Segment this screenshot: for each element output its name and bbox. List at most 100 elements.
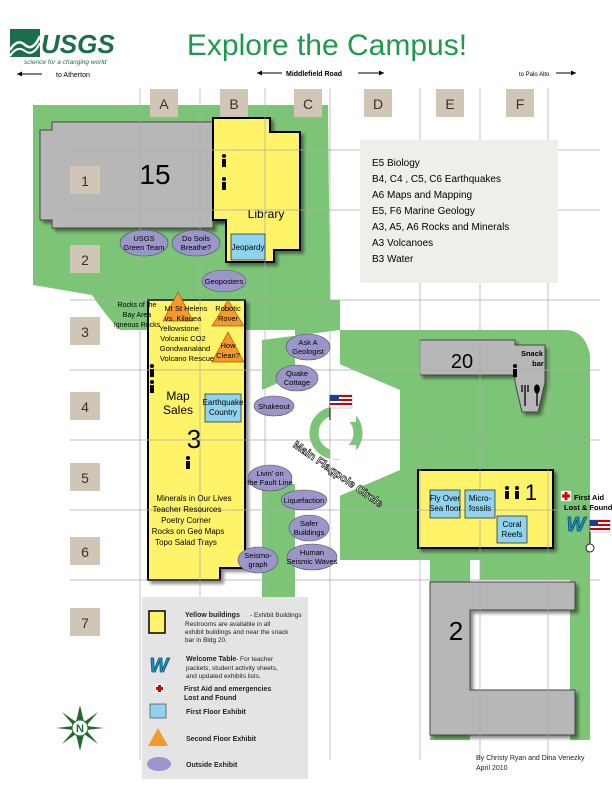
list-item: Minerals in Our Lives — [156, 494, 231, 503]
grid-row-3: 3 — [81, 324, 89, 340]
exhibit-label: Shakeout — [258, 402, 291, 411]
outside-exhibit-do-soils[interactable]: Do Soils Breathe? — [171, 229, 221, 257]
exhibit-label: Robotic — [215, 304, 241, 313]
map-sales-label-1: Map — [166, 389, 190, 403]
grid-col-c: C — [303, 96, 313, 112]
arrow-left-icon — [17, 71, 22, 77]
second-floor-exhibit-rocks-bay-area[interactable]: Rocks of the Bay Area Igneous Rocks — [114, 291, 194, 329]
topic-item: B4, C4 , C5, C6 Earthquakes — [372, 174, 501, 185]
outside-exhibit-ask-geologist[interactable]: Ask A Geologist — [285, 333, 331, 361]
outside-exhibit-livin-fault[interactable]: Livin' on the Fault Line — [247, 464, 293, 492]
exhibit-label: Safer — [300, 519, 318, 528]
first-floor-exhibit-fly-over[interactable]: Fly Over Sea floor — [429, 489, 461, 519]
exhibit-label: Bay Area — [123, 312, 152, 319]
map-sales-label-2: Sales — [163, 403, 193, 417]
first-floor-exhibit-coral-reefs[interactable]: Coral Reefs — [496, 515, 528, 544]
first-floor-exhibit-microfossils[interactable]: Micro- fossils — [464, 489, 496, 519]
snack-bar-label-1: Snack — [521, 349, 544, 358]
second-floor-exhibit-how-clean[interactable]: How Clean? — [211, 331, 245, 363]
exhibit-label: Ask A — [298, 338, 317, 347]
usgs-wave-icon — [8, 29, 42, 57]
list-item: vs. Kilauea — [165, 314, 203, 323]
exhibit-label: Earthquake — [203, 398, 244, 407]
first-floor-exhibit-jeopardy[interactable]: Jeopardy — [230, 233, 266, 261]
fork-knife-icon — [521, 384, 540, 406]
exhibit-label: Rover — [218, 314, 239, 323]
exhibit-label: Breathe? — [181, 243, 211, 252]
legend-yellow-text: Restrooms are available in all — [185, 621, 271, 628]
building-1-label: 1 — [525, 480, 537, 505]
exhibit-label: Do Soils — [182, 234, 210, 243]
building-3-label: 3 — [187, 424, 201, 454]
legend-blue-swatch — [149, 703, 167, 719]
library-label: Library — [248, 207, 285, 221]
building-2-label: 2 — [449, 616, 463, 646]
first-floor-exhibit-earthquake-country[interactable]: Earthquake Country — [203, 393, 244, 423]
outside-exhibit-safer-buildings[interactable]: Safer Buildings — [288, 514, 330, 542]
grid-row-5: 5 — [81, 470, 89, 486]
legend-welcome-w-icon: W — [150, 655, 171, 677]
list-item: Topo Salad Trays — [155, 538, 217, 547]
exhibit-label: Sea floor — [429, 504, 461, 513]
legend-welcome-text: - For teacher — [236, 656, 274, 663]
exhibit-label: Igneous Rocks — [114, 322, 161, 329]
legend-yellow-title: Yellow buildings — [185, 612, 240, 619]
legend-welcome-text: packets, student activity sheets, — [186, 665, 278, 672]
legend-lost-found: Lost and Found — [184, 695, 237, 702]
list-item: Rocks on Geo Maps — [152, 527, 224, 536]
first-aid-marker[interactable]: First Aid Lost & Found — [560, 490, 612, 512]
legend-welcome-title: Welcome Table — [186, 656, 236, 663]
second-floor-exhibit-robotic-rover[interactable]: Robotic Rover — [211, 299, 245, 327]
legend-second-floor: Second Floor Exhibit — [186, 736, 257, 743]
grid-row-2: 2 — [81, 252, 89, 268]
exhibit-label: Country — [209, 408, 237, 417]
list-item: Poetry Corner — [161, 516, 211, 525]
exhibit-label: Clean? — [216, 351, 240, 360]
usgs-logo: USGS science for a changing world — [8, 29, 115, 66]
outside-exhibit-human-waves[interactable]: Human Seismic Waves — [287, 543, 338, 571]
arrow-left-icon — [257, 70, 262, 76]
topics-box: E5 Biology B4, C4 , C5, C6 Earthquakes A… — [360, 140, 558, 283]
compass-n: N — [76, 723, 84, 735]
legend: Yellow buildings - Exhibit Buildings Res… — [142, 597, 308, 779]
road-left: to Atherton — [56, 72, 90, 79]
outside-exhibit-geoposters[interactable]: Geoposters — [201, 269, 247, 293]
library-building[interactable] — [212, 117, 301, 263]
topic-item: A6 Maps and Mapping — [372, 190, 472, 201]
exhibit-label: Cottage — [284, 378, 310, 387]
exhibit-label: How — [220, 341, 236, 350]
exhibit-label: Liquefaction — [284, 496, 324, 505]
us-flag-icon — [329, 394, 353, 420]
outside-exhibit-quake-cottage[interactable]: Quake Cottage — [275, 364, 319, 392]
outside-exhibit-liquefaction[interactable]: Liquefaction — [280, 489, 328, 511]
topic-item: E5, F6 Marine Geology — [372, 206, 475, 217]
legend-welcome-text: and updated exhibits lists. — [186, 673, 261, 680]
exhibit-label: Seismic Waves — [287, 557, 338, 566]
us-flag-icon — [585, 519, 611, 553]
exhibit-label: Human — [300, 548, 324, 557]
arrow-right-icon — [571, 70, 576, 76]
list-item: Mt St Helens — [165, 304, 208, 313]
legend-yellow-text: exhibit buildings and near the snack — [185, 629, 289, 636]
exhibit-label: Jeopardy — [232, 243, 265, 252]
welcome-table-marker[interactable]: W — [566, 514, 588, 537]
first-aid-label: First Aid — [574, 493, 605, 502]
lost-found-label: Lost & Found — [564, 503, 612, 512]
exhibit-label: Quake — [286, 369, 308, 378]
exhibit-label: Rocks of the — [118, 302, 157, 309]
outside-exhibit-green-team[interactable]: USGS Green Team — [119, 229, 169, 257]
arrow-right-icon — [379, 70, 384, 76]
exhibit-label: Seismo- — [244, 551, 272, 560]
grid-col-d: D — [373, 96, 383, 112]
credit-date: April 2010 — [476, 765, 508, 772]
list-item: Teacher Resources — [153, 505, 222, 514]
grid-row-6: 6 — [81, 544, 89, 560]
topic-item: B3 Water — [372, 254, 414, 265]
legend-orange-triangle — [148, 728, 168, 746]
outside-exhibit-shakeout[interactable]: Shakeout — [253, 395, 295, 417]
building-2 — [429, 581, 576, 736]
exhibit-label: Geologist — [292, 347, 325, 356]
outside-exhibit-seismograph[interactable]: Seismo- graph — [237, 546, 279, 574]
